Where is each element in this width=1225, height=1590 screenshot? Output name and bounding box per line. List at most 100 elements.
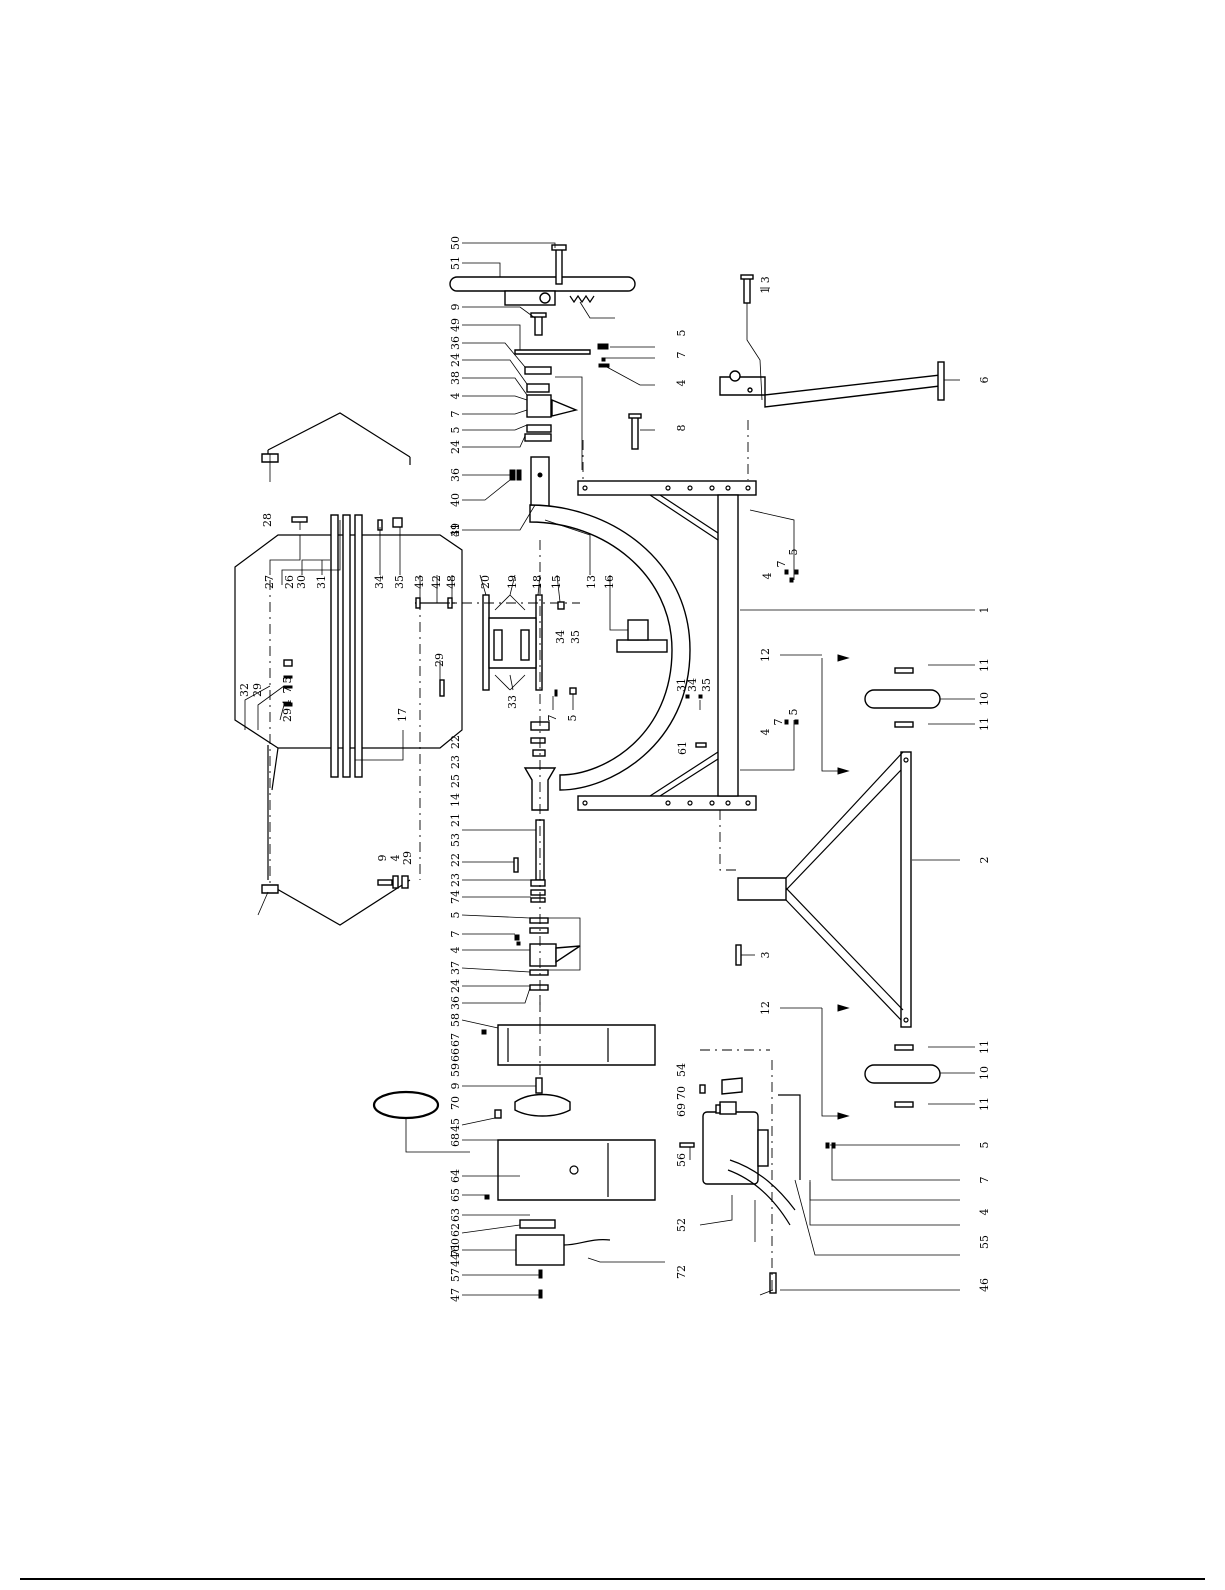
motor-mount-left	[481, 1024, 656, 1299]
callout-top-col-2: 9	[449, 304, 462, 311]
callout-guard-row-1: 26	[283, 575, 296, 589]
callout-motor-55: 55	[978, 1235, 991, 1249]
callout-mid-col-13: 24	[449, 979, 462, 993]
callout-leg-6: 6	[978, 377, 991, 384]
callout-bolt-61: 61	[676, 741, 689, 755]
callout-motor-72: 72	[675, 1265, 688, 1279]
callout-hub-row-2: 18	[531, 575, 544, 589]
callout-top-col-14: 39	[449, 523, 462, 537]
base-frame	[700, 751, 912, 1051]
callout-top-col-12: 40	[449, 493, 462, 507]
callout-bottom-col-2: 66	[449, 1048, 462, 1062]
callout-bottom-col-16: 47	[449, 1288, 462, 1302]
callout-top-right-2: 4	[675, 380, 688, 387]
callout-hub-row-0: 20	[479, 575, 492, 589]
callout-mid-cluster2-1: 7	[772, 719, 785, 726]
main-frame	[577, 480, 975, 811]
callout-base-4: 2	[978, 857, 991, 864]
callout-top-col-10: 24	[449, 440, 462, 454]
callout-guard-lower-1: 4	[389, 855, 402, 862]
callout-bottom-col-4: 9	[449, 1083, 462, 1090]
callout-mid-col-0: 22	[449, 735, 462, 749]
feet-parts	[821, 654, 941, 1120]
callout-top-col-11: 36	[449, 468, 462, 482]
callout-pin-base-3: 3	[759, 952, 772, 959]
callout-frame-cluster-1: 7	[775, 561, 788, 568]
callout-base-6: 11	[978, 1040, 991, 1054]
callout-guard-row-0: 27	[263, 575, 276, 589]
callout-guard-left-0: 32	[238, 683, 251, 697]
callout-bottom-col-5: 70	[449, 1096, 462, 1110]
callout-bottom-col-12: 60	[449, 1238, 462, 1252]
callout-guard-left-4: 7	[281, 687, 294, 694]
callout-guard-17: 17	[396, 708, 409, 722]
callout-top-col-13: 41	[449, 523, 462, 537]
callout-bottom-col-15: 57	[449, 1268, 462, 1282]
callout-mid-col-4: 21	[449, 813, 462, 827]
callout-mid-col-5: 53	[449, 833, 462, 847]
callout-mid-col-1: 23	[449, 755, 462, 769]
callout-top-col-0: 50	[449, 236, 462, 250]
callout-guard-lower-0: 9	[376, 855, 389, 862]
callout-hub-nut-1: 35	[569, 630, 582, 644]
hardware-clusters	[685, 569, 836, 1149]
callout-motor-5: 5	[978, 1142, 991, 1149]
callout-top-col-6: 38	[449, 371, 462, 385]
callout-guard-28: 28	[261, 513, 274, 527]
callout-motor-54: 54	[675, 1063, 688, 1077]
callout-motor-7: 7	[978, 1177, 991, 1184]
callout-hub-row-5: 16	[603, 575, 616, 589]
callout-mid-cluster-1: 34	[686, 678, 699, 692]
upper-shaft-parts	[509, 312, 610, 508]
hub-assembly	[415, 594, 580, 697]
callout-top-col-3: 49	[449, 318, 462, 332]
lower-guard	[257, 875, 411, 926]
callout-bottom-col-10: 63	[449, 1208, 462, 1222]
callout-bottom-col-7: 68	[449, 1133, 462, 1147]
callout-base-1: 11	[978, 658, 991, 672]
callout-top-col-4: 36	[449, 336, 462, 350]
callout-base-8: 11	[978, 1097, 991, 1111]
callout-bolt-8: 8	[675, 425, 688, 432]
callout-mid-cluster2-2: 4	[759, 729, 772, 736]
callout-top-col-1: 51	[449, 256, 462, 270]
upper-guard	[261, 412, 411, 465]
callout-frame-1: 1	[978, 607, 991, 614]
callout-motor-69: 69	[675, 1103, 688, 1117]
callout-mid-col-2: 25	[449, 774, 462, 788]
callout-mid-col-14: 36	[449, 996, 462, 1010]
callout-hub-lower-7: 7	[546, 715, 559, 722]
callout-hub-row-4: 13	[585, 575, 598, 589]
callout-top-col-7: 4	[449, 393, 462, 400]
callout-hub-row-1: 19	[506, 575, 519, 589]
callout-base-0: 12	[759, 648, 772, 662]
callout-guard-row-6: 43	[413, 575, 426, 589]
callout-bottom-col-8: 64	[449, 1169, 462, 1183]
callout-mid-col-12: 37	[449, 961, 462, 975]
callout-guard-row-7: 42	[430, 575, 443, 589]
callout-motor-56: 56	[675, 1153, 688, 1167]
callout-bottom-col-9: 65	[449, 1188, 462, 1202]
callout-frame-cluster-2: 4	[761, 573, 774, 580]
callout-mid-cluster-0: 31	[675, 678, 688, 692]
callout-mid-col-10: 7	[449, 931, 462, 938]
callout-base-5: 12	[759, 1001, 772, 1015]
callout-motor-4: 4	[978, 1209, 991, 1216]
callout-top-right-0: 5	[675, 330, 688, 337]
curved-arm	[529, 504, 691, 791]
callout-hub-33: 33	[506, 695, 519, 709]
callout-base-2: 10	[978, 692, 991, 706]
callout-top-col-9: 5	[449, 427, 462, 434]
callout-mid-col-3: 14	[449, 793, 462, 807]
callout-motor-52: 52	[675, 1218, 688, 1232]
callout-guard-mid-29: 29	[433, 653, 446, 667]
callout-bottom-col-11: 62	[449, 1223, 462, 1237]
blade-shaft	[283, 514, 403, 778]
bottom-rule	[20, 1578, 1205, 1580]
callout-guard-left-5: 5	[281, 677, 294, 684]
callout-base-7: 10	[978, 1066, 991, 1080]
fork-16	[616, 619, 668, 653]
callout-guard-row-3: 31	[315, 575, 328, 589]
